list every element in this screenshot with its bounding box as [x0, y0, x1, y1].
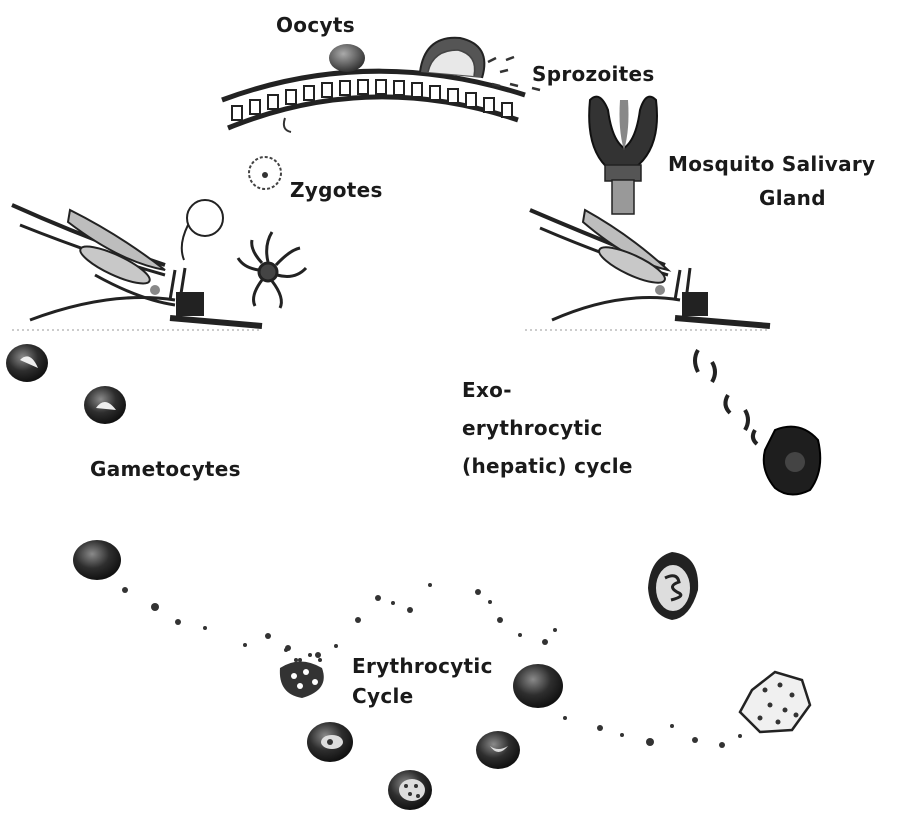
label-gland: Gland	[759, 186, 826, 211]
zygote-icon	[249, 157, 281, 189]
label-exo: Exo-	[462, 378, 512, 403]
label-oocyts: Oocyts	[276, 13, 355, 38]
label-zygotes: Zygotes	[290, 178, 383, 203]
label-erythrocytic-cycle-2: Cycle	[352, 684, 414, 709]
salivary-gland-icon	[589, 97, 657, 214]
mosquito-right-icon	[530, 210, 770, 326]
rbc-schizont-icon	[73, 540, 121, 580]
sporozoite-stream-icon	[695, 350, 757, 444]
hepatic-schizont-icon	[648, 552, 698, 620]
liver-rupture-icon	[740, 672, 810, 732]
label-erythrocytic-cycle-1: Erythrocytic	[352, 654, 493, 679]
label-gametocytes: Gametocytes	[90, 457, 241, 482]
midgut-wall	[222, 71, 525, 132]
liver-cell-icon	[764, 427, 820, 495]
oocyst-icon	[329, 44, 365, 72]
gametocyte-cell-2	[84, 386, 126, 424]
label-erythrocytic: erythrocytic	[462, 416, 603, 441]
rbc-ring-icon	[513, 664, 563, 708]
rbc-trophozoite-icon-1	[307, 722, 353, 762]
rbc-early-schizont-icon	[388, 770, 432, 810]
exflagellating-gametocyte-icon	[238, 232, 306, 308]
mosquito-left-icon	[12, 200, 262, 326]
label-hepatic-cycle: (hepatic) cycle	[462, 454, 633, 479]
label-mosquito-salivary: Mosquito Salivary	[668, 152, 875, 177]
gametocyte-cell-1	[6, 344, 48, 382]
label-sprozoites: Sprozoites	[532, 62, 655, 87]
rbc-trophozoite-icon-2	[476, 731, 520, 769]
